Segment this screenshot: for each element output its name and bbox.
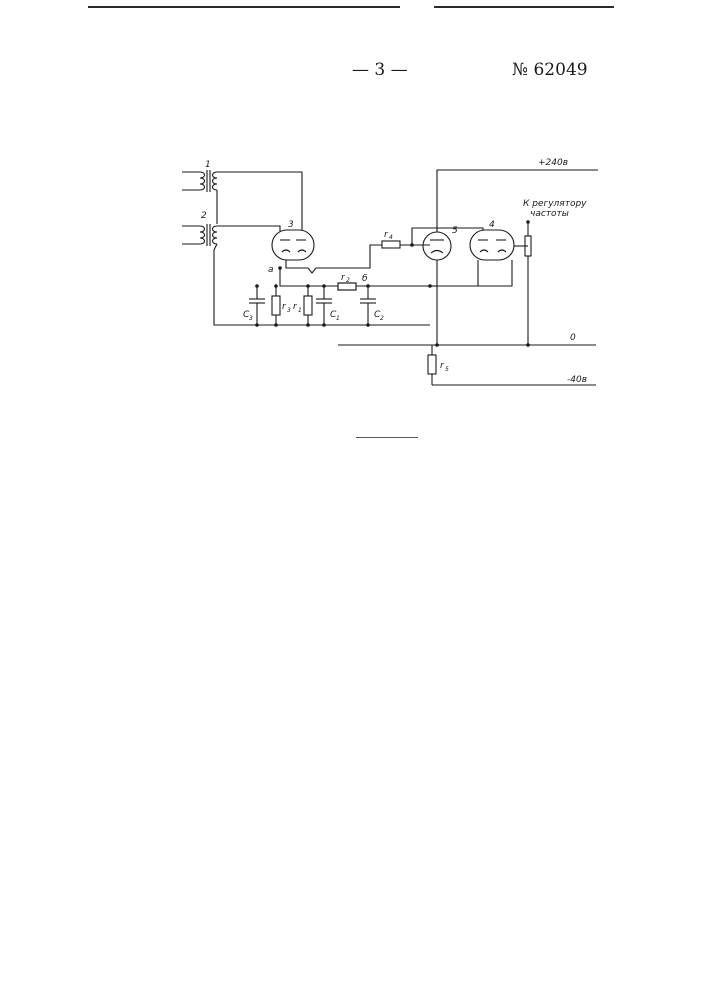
wire-t1-t2 [217,190,280,232]
supply-zero-label: 0 [570,333,576,343]
tube-5: 5 [423,226,458,260]
c3-sub: 3 [249,315,253,322]
node-a-label: а [268,265,274,275]
capacitor-c1: C 1 [316,286,340,325]
c2-sub: 2 [380,315,384,322]
regulator-label-2: частоты [530,209,569,219]
resistor-r3: r 3 [272,286,291,325]
r5-sub: 5 [445,366,449,373]
tube-4-label: 4 [489,220,495,230]
transformer-1: 1 [182,160,217,192]
c1-sub: 1 [336,315,340,322]
r1-sub: 1 [298,307,302,314]
capacitor-c2: C 2 [360,286,384,325]
end-rule [356,437,418,438]
transformer-1-label: 1 [205,160,211,170]
r4-sub: 4 [389,234,393,241]
regulator-output: К регулятору частоты [523,199,587,345]
wire-tube4-anode-a [437,228,483,230]
tube-3-label: 3 [288,220,294,230]
tube-4: 4 [470,220,514,260]
wire-tube4-cathodes [478,260,512,286]
supply-minus-label: -40в [567,375,587,385]
transformer-2: 2 [182,211,217,246]
resistor-r5: r 5 [428,345,449,385]
wire-r4-tube5 [412,228,437,245]
resistor-r1: r 1 [293,286,312,325]
node-b-label: б [362,274,368,284]
capacitor-c3: C 3 [243,286,265,325]
supply-plus-label: +240в [538,158,568,168]
r3-sub: 3 [287,307,291,314]
wire-tube3-cathode [286,245,382,273]
regulator-label-1: К регулятору [523,199,587,209]
transformer-2-label: 2 [201,211,207,221]
resistor-r2: r 2 [338,273,356,290]
